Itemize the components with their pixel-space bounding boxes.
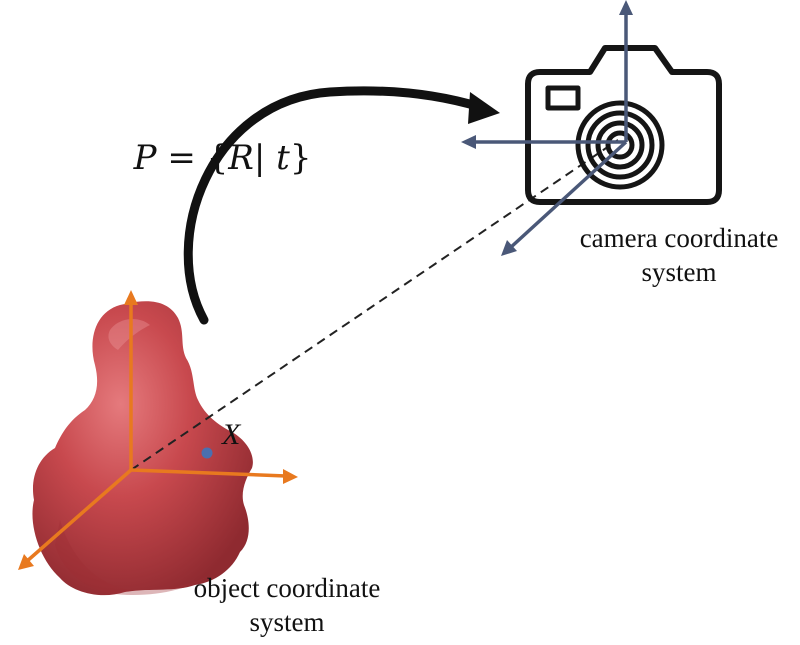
projection-dashed-line [130,139,619,471]
object-coordinate-label: object coordinate system [162,572,412,640]
formula-bar: | [253,138,277,178]
formula-t: t [276,138,290,178]
curved-arrow [183,86,500,325]
object-axis-right [130,468,287,478]
formula-close-brace: } [289,138,312,178]
formula-r: R [228,138,254,178]
camera-axis-left-arrowhead [461,135,476,149]
curved-arrow-head [468,92,500,124]
camera-body [525,45,722,205]
camera-lens-outer [575,100,665,190]
object-label-line1: object coordinate [193,573,381,603]
object-axes [18,290,298,570]
object-label-line2: system [249,606,325,637]
point-x [201,447,213,459]
camera-label-line1: camera coordinate [579,223,779,253]
camera-coordinate-label: camera coordinate system [554,222,800,290]
object-axis-right-arrowhead [283,469,298,484]
object-shading [55,520,210,596]
camera-axis-down-left-arrowhead [501,240,517,256]
camera-lens-inner [605,130,635,160]
object-blob [32,301,253,596]
pose-formula: P = {R| t} [112,98,312,178]
object-axis-up-arrowhead [124,290,138,305]
point-x-label: X [222,418,241,451]
camera-axis-up-arrowhead [619,0,633,15]
camera-axes [461,0,633,256]
camera-axis-down-left [508,140,628,250]
camera-lens-ring-2 [585,110,655,180]
curved-arrow-shaft [183,86,485,325]
formula-p: P [133,138,157,178]
camera-icon [525,45,722,205]
object-highlight [108,318,150,350]
camera-lens-ring-3 [595,120,645,170]
object-body [32,301,253,596]
object-axis-down-left-arrowhead [18,554,34,570]
camera-label-line2: system [641,256,717,287]
object-axis-down-left [24,468,133,564]
formula-equals-brace: = { [156,138,229,178]
camera-viewfinder [545,85,581,111]
